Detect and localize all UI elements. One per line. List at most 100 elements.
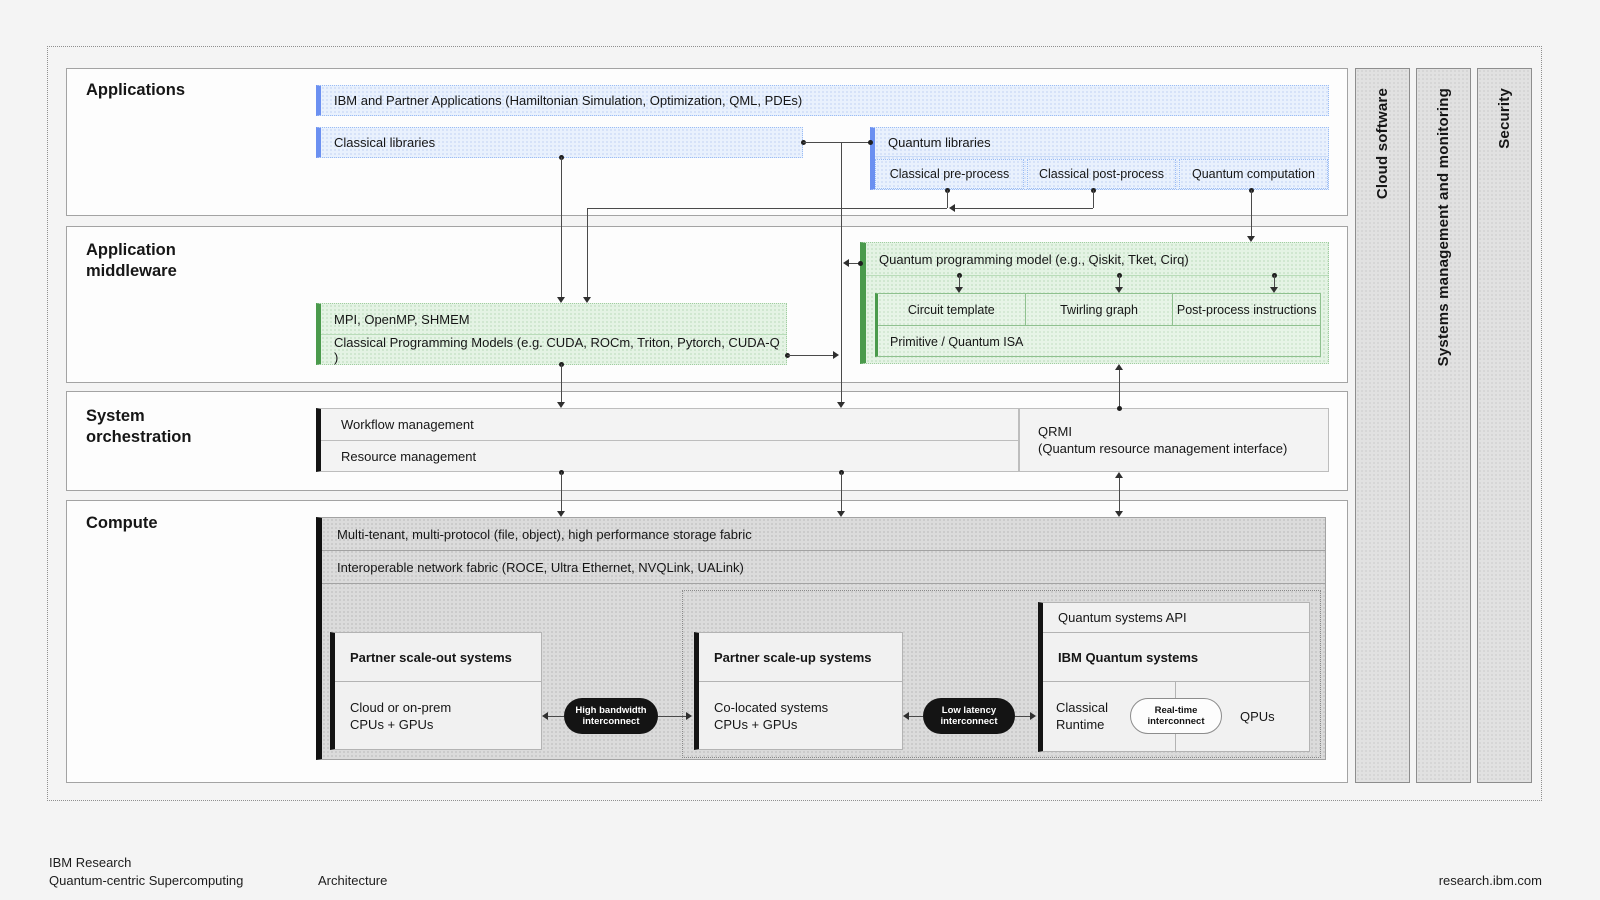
- arrowhead-left: [843, 259, 849, 267]
- qrmi-acronym: QRMI: [1038, 424, 1072, 439]
- arrowhead-left: [949, 204, 955, 212]
- partner-scale-up-title: Partner scale-up systems: [699, 633, 902, 682]
- connector-preprocess-horizontal: [587, 208, 947, 209]
- arrowhead-down: [1247, 236, 1255, 242]
- footer-doc-title: Architecture: [318, 873, 388, 888]
- arrowhead-down: [837, 402, 845, 408]
- connector-qpm-cell3: [1274, 275, 1275, 287]
- cell-circuit-template: Circuit template: [878, 294, 1026, 325]
- qpus-label: QPUs: [1240, 709, 1275, 724]
- arrowhead-up: [1115, 364, 1123, 370]
- footer-product: Quantum-centric Supercomputing: [49, 872, 244, 888]
- connector-trunk: [841, 142, 842, 402]
- footer-site: research.ibm.com: [1438, 873, 1542, 888]
- arrowhead-down: [1270, 287, 1278, 293]
- connector-postprocess-horizontal: [955, 208, 1093, 209]
- arrowhead-down: [1115, 511, 1123, 517]
- arrowhead-down: [583, 297, 591, 303]
- connector-orch-to-compute-left: [561, 472, 562, 511]
- section-label-orchestration: System orchestration: [86, 407, 192, 446]
- connector-qpm-cell2: [1119, 275, 1120, 287]
- box-qrmi: QRMI (Quantum resource management interf…: [1019, 408, 1329, 472]
- connector-orch-to-compute-mid: [841, 472, 842, 511]
- connector-ll-left: [909, 716, 923, 717]
- arrowhead-down: [837, 511, 845, 517]
- low-latency-interconnect-pill: Low latency interconnect: [923, 698, 1015, 734]
- row-storage-fabric: Multi-tenant, multi-protocol (file, obje…: [322, 518, 1325, 551]
- bar-security-label: Security: [1496, 88, 1513, 149]
- quantum-libraries-title: Quantum libraries: [875, 128, 1328, 157]
- connector-cpm-to-trunk: [787, 355, 833, 356]
- real-time-interconnect-pill: Real-time interconnect: [1130, 698, 1222, 734]
- junction-dot: [868, 140, 873, 145]
- box-quantum-isa-group: Circuit template Twirling graph Post-pro…: [875, 293, 1321, 357]
- box-classical-libraries: Classical libraries: [316, 127, 803, 158]
- arrowhead-right: [833, 351, 839, 359]
- arrowhead-down: [955, 287, 963, 293]
- cell-quantum-computation: Quantum computation: [1179, 159, 1328, 189]
- partner-scale-out-body: Cloud or on-prem CPUs + GPUs: [350, 700, 452, 732]
- cell-classical-pre-process: Classical pre-process: [875, 159, 1024, 189]
- arrowhead-down: [557, 402, 565, 408]
- row-quantum-systems-api: Quantum systems API: [1043, 603, 1309, 633]
- box-ibm-partner-applications: IBM and Partner Applications (Hamiltonia…: [316, 85, 1329, 116]
- connector-qrmi-compute: [1119, 478, 1120, 511]
- arrowhead-left: [542, 712, 548, 720]
- junction-dot: [1117, 406, 1122, 411]
- section-label-compute: Compute: [86, 514, 158, 532]
- row-workflow-management: Workflow management: [321, 409, 1018, 441]
- row-network-fabric: Interoperable network fabric (ROCE, Ultr…: [322, 551, 1325, 584]
- qrmi-fullname: (Quantum resource management interface): [1038, 441, 1288, 456]
- high-bandwidth-interconnect-pill: High bandwidth interconnect: [564, 698, 658, 734]
- cell-classical-post-process: Classical post-process: [1027, 159, 1176, 189]
- bar-systems-management-label: Systems management and monitoring: [1435, 88, 1452, 367]
- box-management-group: Workflow management Resource management: [316, 408, 1019, 472]
- cell-twirling-graph: Twirling graph: [1026, 294, 1174, 325]
- box-partner-scale-out: Partner scale-out systems Cloud or on-pr…: [330, 632, 542, 750]
- quantum-libraries-cells: Classical pre-process Classical post-pro…: [875, 159, 1328, 189]
- connector-preprocess-drop: [947, 190, 948, 208]
- connector-classical-quantum-libs: [803, 142, 870, 143]
- connector-mpi-to-workflow: [561, 364, 562, 402]
- arrowhead-down: [1115, 287, 1123, 293]
- quantum-model-cells: Circuit template Twirling graph Post-pro…: [878, 294, 1320, 326]
- connector-postprocess-drop: [1093, 190, 1094, 208]
- row-mpi-openmp-shmem: MPI, OpenMP, SHMEM: [321, 304, 786, 335]
- connector-qrmi-to-qpm: [1119, 370, 1120, 408]
- row-resource-management: Resource management: [341, 449, 477, 464]
- junction-dot: [858, 261, 863, 266]
- row-ibm-quantum-systems-title: IBM Quantum systems: [1043, 633, 1309, 682]
- connector-qpm-to-trunk: [849, 263, 860, 264]
- footer-org: IBM Research: [49, 855, 132, 870]
- bar-cloud-software-label: Cloud software: [1374, 88, 1391, 200]
- bar-security: Security: [1477, 68, 1532, 783]
- connector-hb-right: [658, 716, 686, 717]
- arrowhead-up: [1115, 472, 1123, 478]
- connector-ll-right: [1015, 716, 1030, 717]
- partner-scale-up-body: Co-located systems CPUs + GPUs: [714, 700, 829, 732]
- connector-classical-libs-to-mpi: [561, 157, 562, 297]
- bar-cloud-software: Cloud software: [1355, 68, 1410, 783]
- section-label-middleware: Application middleware: [86, 241, 177, 280]
- box-partner-scale-up: Partner scale-up systems Co-located syst…: [694, 632, 903, 750]
- connector-hb-left: [548, 716, 564, 717]
- box-classical-programming-models-group: MPI, OpenMP, SHMEM Classical Programming…: [316, 303, 787, 365]
- connector-qc-to-qpm: [1251, 190, 1252, 236]
- arrowhead-left: [903, 712, 909, 720]
- row-primitive-quantum-isa: Primitive / Quantum ISA: [890, 334, 1024, 349]
- arrowhead-down: [557, 297, 565, 303]
- arrowhead-right: [686, 712, 692, 720]
- quantum-programming-model-title: Quantum programming model (e.g., Qiskit,…: [866, 243, 1328, 276]
- outer-dotted-frame: [47, 46, 1542, 801]
- footer-left: IBM Research Quantum-centric Supercomput…: [49, 854, 243, 889]
- connector-qpm-cell1: [959, 275, 960, 287]
- connector-preprocess-to-mpi: [587, 208, 588, 297]
- box-quantum-libraries-group: Quantum libraries Classical pre-process …: [870, 127, 1329, 190]
- cell-post-process-instructions: Post-process instructions: [1176, 302, 1317, 317]
- row-classical-programming-models: Classical Programming Models (e.g. CUDA,…: [334, 335, 780, 365]
- dotted-colocated-region: [682, 590, 1321, 758]
- section-label-applications: Applications: [86, 81, 186, 99]
- arrowhead-right: [1030, 712, 1036, 720]
- partner-scale-out-title: Partner scale-out systems: [335, 633, 541, 682]
